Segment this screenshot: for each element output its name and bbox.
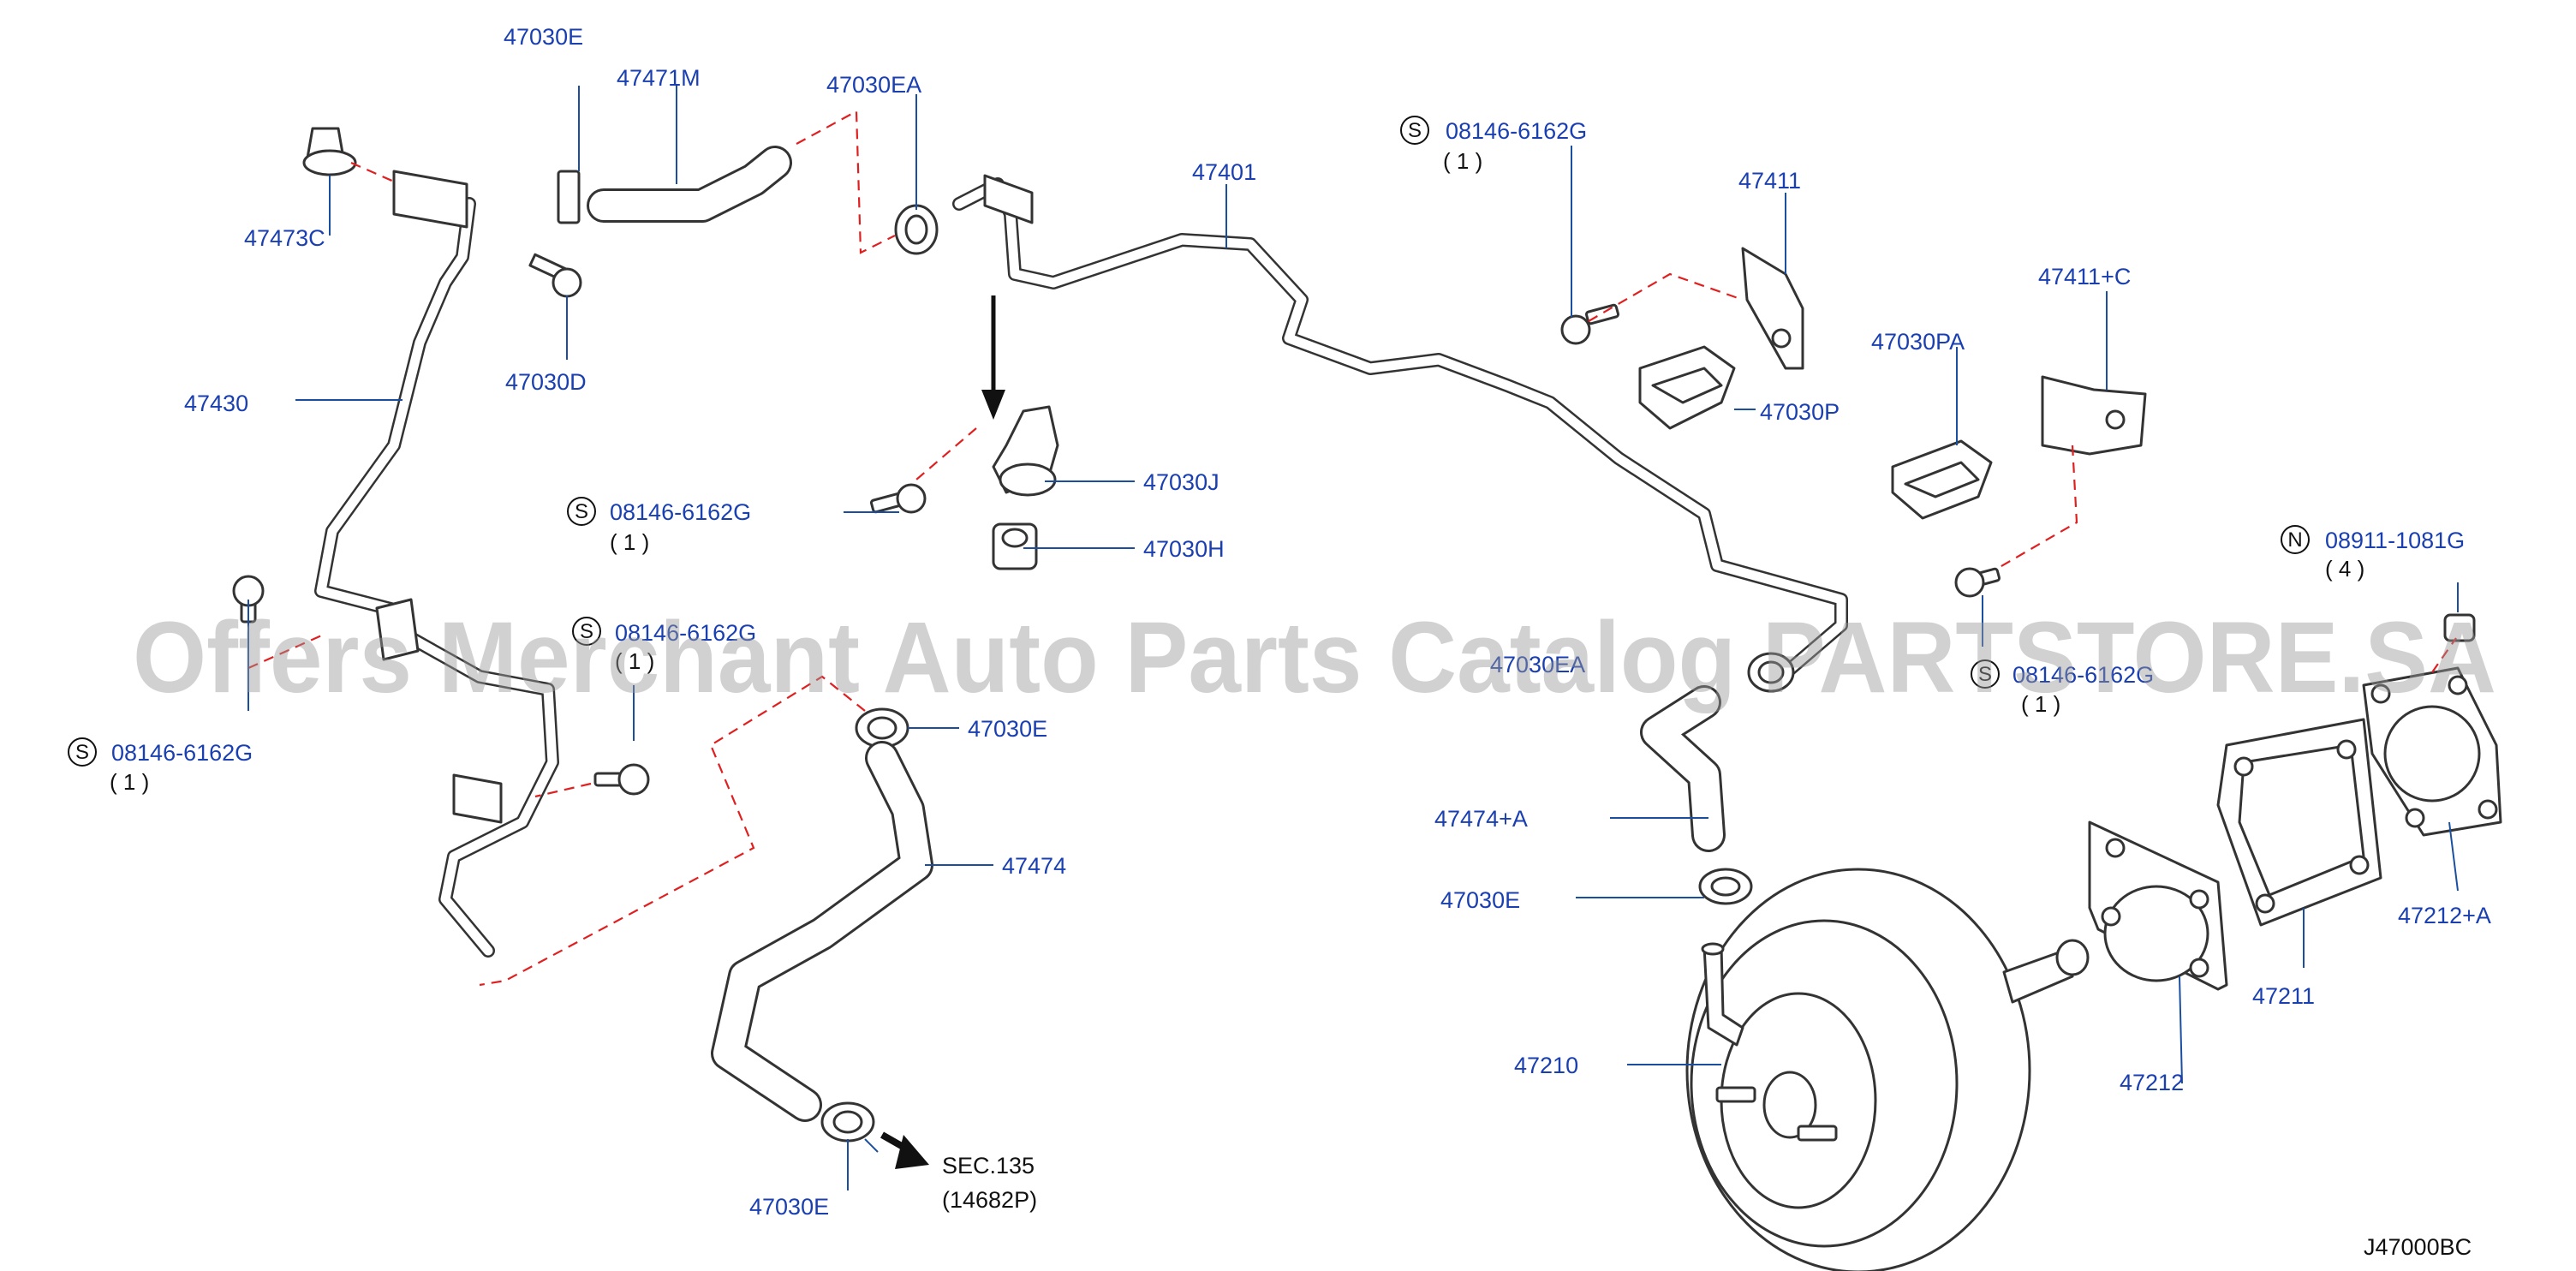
watermark: Offers Merchant Auto Parts Catalog PARTS… [133,601,2496,714]
clamp-47030E-bottom [820,1101,875,1143]
section-reference: SEC.135 (14682P) [942,1153,1037,1213]
fastener-callout-4: S 08146-6162G ( 1 ) [68,737,253,795]
spacer-47211 [2216,718,2382,927]
bolt-right [1954,567,2001,598]
callout-47474: 47474 [1002,853,1066,879]
callout-47212: 47212 [2120,1070,2184,1095]
fastener-quantity: ( 1 ) [110,769,149,795]
fastener-callout-3: S 08146-6162G ( 1 ) [572,617,756,674]
diagram-id: J47000BC [2364,1234,2472,1260]
callout-47473C: 47473C [244,225,325,251]
gasket-47212A [2362,666,2502,837]
callout-47030EA-top: 47030EA [826,72,921,98]
clamp-47030E-mid [1698,868,1753,905]
callout-47411C: 47411+C [2038,264,2131,289]
vacuum-tube-47401 [952,174,1848,683]
fastener-part-number: 08911-1081G [2325,528,2465,553]
grommet-47473C [302,127,357,176]
bolt-47030D [528,253,582,298]
callout-47030H: 47030H [1143,536,1225,562]
fastener-quantity: ( 4 ) [2325,556,2364,582]
callout-47474A: 47474+A [1434,806,1528,832]
fastener-callout-5: S 08146-6162G ( 1 ) [1971,659,2154,717]
bracket-47030J [992,405,1059,497]
direction-arrow-down [981,295,1005,420]
bracket-47411 [1741,247,1804,370]
phantom-lines [247,110,2457,987]
fastener-quantity: ( 1 ) [610,529,649,555]
fastener-callout-2: S 08146-6162G ( 1 ) [567,497,751,555]
callout-47030D: 47030D [505,369,587,395]
callout-47430: 47430 [184,391,248,416]
fastener-part-number: 08146-6162G [111,740,253,766]
fastener-prefix: S [575,500,588,523]
fastener-prefix: S [1408,119,1422,142]
clamp-47030EA-top [894,204,939,255]
leader-lines [247,86,2459,1190]
vacuum-tube-47430 [314,170,559,958]
callout-47030PA: 47030PA [1871,329,1965,355]
fastener-quantity: ( 1 ) [615,648,654,674]
section-arrow [880,1131,929,1169]
section-part: (14682P) [942,1187,1037,1213]
fastener-prefix: S [75,741,89,764]
bolt-left [232,575,265,624]
hose-47474A [1640,685,1726,852]
fastener-quantity: ( 1 ) [2021,691,2060,717]
bracket-47411C [2041,375,2147,456]
bolt-left-mid [593,763,650,796]
callout-47030J: 47030J [1143,469,1219,495]
fastener-part-number: 08146-6162G [2012,662,2154,688]
clip-47030P [1638,345,1736,430]
callout-labels: 47030E 47471M 47030EA 47473C 47030D 4743… [184,24,2491,1220]
callout-47030P: 47030P [1760,399,1840,425]
fastener-part-number: 08146-6162G [610,499,751,525]
fastener-prefix: S [1978,663,1992,686]
callout-47030EA-mid: 47030EA [1490,652,1585,677]
block-47030H [992,522,1038,570]
bolt-upper-right [1560,303,1620,345]
clip-47030PA [1891,439,1993,520]
callout-47210: 47210 [1514,1053,1578,1078]
fastener-prefix: N [2287,528,2302,552]
brake-booster-47210 [1685,868,2090,1271]
fastener-callout-1: S 08146-6162G ( 1 ) [1400,116,1587,174]
section-number: SEC.135 [942,1153,1035,1179]
callout-47030E-bottom: 47030E [749,1194,829,1220]
clamp-47030E-right [855,707,909,749]
hose-47471M [587,146,792,223]
callout-47030E-top: 47030E [504,24,583,50]
fastener-prefix: S [580,620,593,643]
callout-47212A: 47212+A [2398,903,2491,928]
clip-47030E-top [557,170,581,224]
bolt-middle [869,483,927,514]
callout-47401: 47401 [1192,159,1256,185]
callout-47030E-right: 47030E [968,716,1047,742]
nut-08911 [2443,613,2476,642]
gasket-47212 [2088,820,2228,991]
fastener-quantity: ( 1 ) [1443,148,1482,174]
fastener-part-number: 08146-6162G [1446,118,1587,144]
fastener-callout-6: N 08911-1081G ( 4 ) [2281,525,2465,582]
callout-47471M: 47471M [617,65,701,91]
hose-47474 [711,741,933,1122]
clamp-47030EA-mid [1747,652,1795,693]
callout-47211: 47211 [2252,983,2315,1009]
callout-47411: 47411 [1738,168,1801,194]
callout-47030E-mid: 47030E [1440,887,1520,913]
fastener-part-number: 08146-6162G [615,620,756,646]
